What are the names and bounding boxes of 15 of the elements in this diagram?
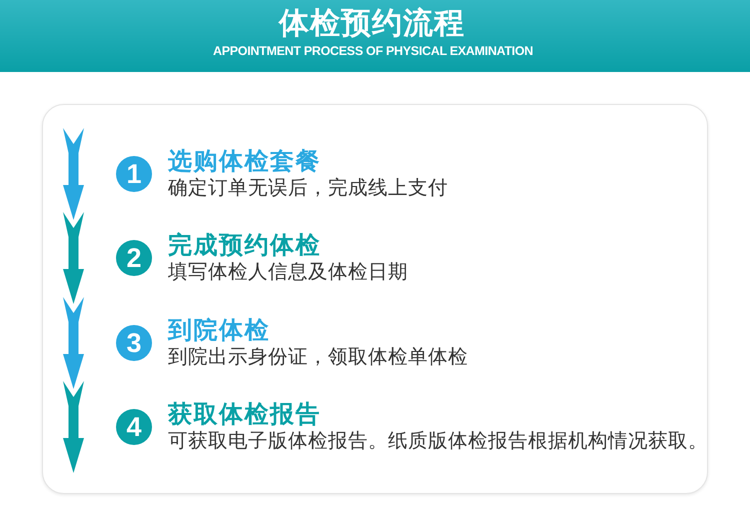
step-description: 填写体检人信息及体检日期 [168, 260, 408, 284]
subtitle: APPOINTMENT PROCESS OF PHYSICAL EXAMINATION [213, 44, 533, 59]
number-circle: 3 [116, 324, 152, 361]
step-heading: 选购体检套餐 [168, 147, 321, 175]
number-circle: 2 [116, 240, 152, 276]
step-description: 确定订单无误后，完成线上支付 [168, 176, 448, 199]
step-heading: 完成预约体检 [168, 231, 321, 260]
step-description: 到院出示身份证，领取体检单体检 [168, 344, 468, 368]
number-circle: 1 [116, 156, 152, 192]
step-heading: 获取体检报告 [168, 400, 321, 428]
panel-card [42, 104, 708, 494]
title: 体检预约流程 [279, 6, 465, 42]
number-circle: 4 [116, 408, 152, 445]
step-heading: 到院体检 [168, 316, 270, 344]
step-description: 可获取电子版体检报告。纸质版体检报告根据机构情况获取。 [168, 428, 708, 452]
